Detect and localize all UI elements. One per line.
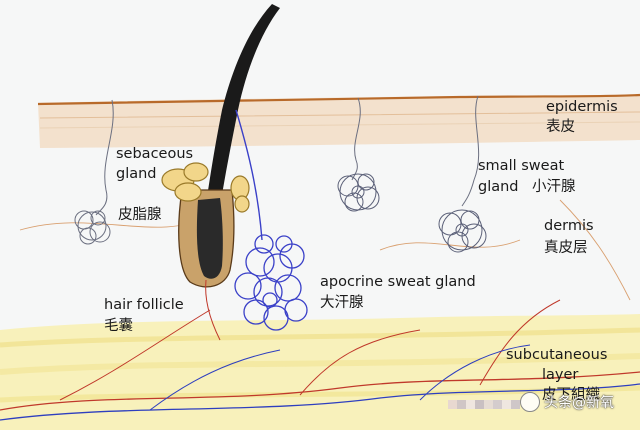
vein-branch	[419, 344, 531, 401]
label-epidermis-zh: 表皮	[546, 119, 575, 135]
label-sebaceous-en-2: gland	[116, 166, 157, 182]
artery-branch	[59, 309, 211, 401]
eccrine-gland-coil	[438, 209, 487, 253]
watermark-logo-icon	[520, 392, 540, 412]
label-subcutaneous-en-2: layer	[542, 367, 579, 383]
apocrine-duct	[235, 109, 263, 241]
epidermis-hatch	[39, 121, 640, 129]
artery-line	[0, 371, 640, 411]
label-apocrine-zh: 大汗腺	[320, 295, 364, 311]
sebaceous-gland	[161, 162, 250, 213]
sweat-duct	[461, 95, 480, 207]
label-sebaceous-zh: 皮脂腺	[118, 207, 162, 223]
label-subcutaneous-en-1: subcutaneous	[506, 347, 608, 363]
nerve-fiber	[559, 199, 631, 301]
sweat-duct	[351, 97, 361, 181]
vein-branch	[149, 349, 281, 411]
follicle-vessel	[205, 279, 221, 341]
epidermis-layer	[38, 94, 640, 148]
label-sebaceous-en-1: sebaceous	[116, 146, 194, 162]
artery-branch	[299, 329, 421, 396]
vein-line	[0, 383, 640, 421]
label-hair-follicle-zh: 毛囊	[104, 318, 133, 334]
label-small-sweat-en-2: gland	[478, 179, 519, 195]
label-dermis-en: dermis	[544, 218, 594, 234]
eccrine-gland-coil	[337, 173, 380, 212]
artery-branch	[479, 299, 561, 386]
epidermis-surface-line	[37, 93, 640, 106]
mosaic-blur	[448, 400, 520, 409]
sweat-duct	[95, 99, 114, 216]
label-small-sweat-zh: 小汗腺	[532, 179, 576, 195]
hair-shaft	[200, 4, 280, 250]
label-epidermis-en: epidermis	[546, 99, 618, 115]
label-hair-follicle-en: hair follicle	[104, 297, 184, 313]
label-subcutaneous-zh: 皮下組織	[542, 387, 600, 403]
watermark-text: 头条@新氧	[544, 395, 614, 411]
label-small-sweat-en-1: small sweat	[478, 158, 565, 174]
hair-root	[196, 198, 223, 279]
nerve-fiber	[379, 239, 521, 251]
label-dermis-zh: 真皮层	[544, 240, 588, 256]
label-apocrine-en: apocrine sweat gland	[320, 274, 476, 290]
fat-streak	[0, 327, 640, 348]
apocrine-sweat-gland-coil	[234, 234, 308, 331]
fat-streak	[0, 353, 640, 375]
watermark: 头条@新氧	[520, 392, 614, 412]
eccrine-gland-coil	[74, 210, 111, 245]
